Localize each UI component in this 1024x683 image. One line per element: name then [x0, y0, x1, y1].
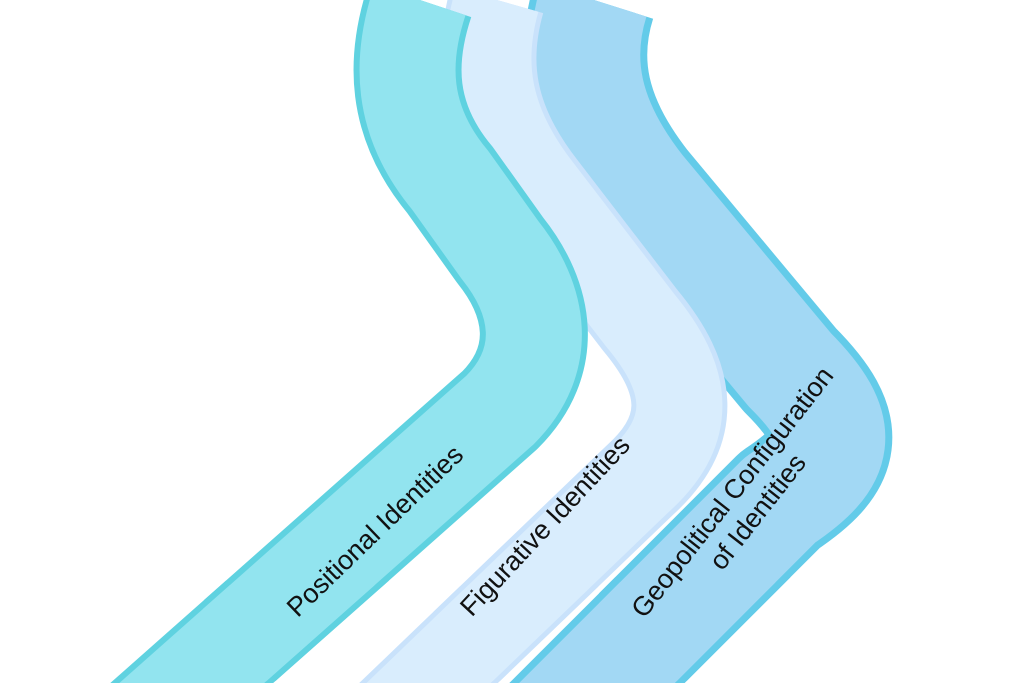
band-geopolitical-tail: [519, 582, 776, 683]
band-figurative-tail: [366, 590, 588, 683]
band-positional-tail: [119, 585, 375, 683]
band-geopolitical: [530, 0, 886, 681]
band-figurative: [433, 0, 723, 682]
band-positional: [202, 0, 582, 682]
